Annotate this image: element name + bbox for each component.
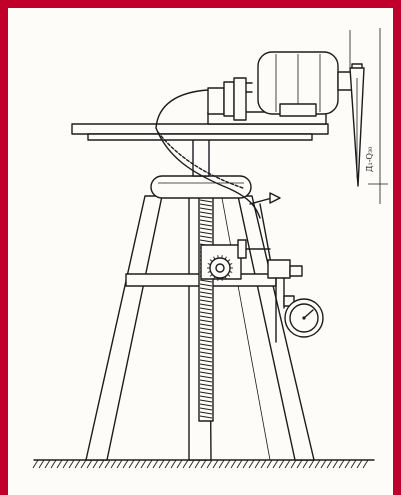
support-post bbox=[192, 135, 210, 177]
gauge-assembly bbox=[267, 259, 324, 343]
side-detail: Д₁-Q₃₀ bbox=[349, 28, 388, 204]
dial-indicator-icon bbox=[284, 298, 324, 338]
electric-motor-icon bbox=[257, 51, 339, 117]
tripod-test-stand-drawing: Д₁-Q₃₀ bbox=[32, 28, 388, 469]
crank-handle bbox=[249, 192, 281, 271]
screw-column bbox=[198, 195, 214, 422]
table-top bbox=[71, 123, 329, 141]
seat-ring bbox=[150, 175, 252, 199]
ground bbox=[32, 459, 375, 469]
flexible-hose bbox=[155, 89, 261, 219]
gear-box bbox=[200, 239, 271, 281]
motor-assembly bbox=[207, 51, 363, 125]
drawing-area: Д₁-Q₃₀ bbox=[8, 8, 393, 495]
dimension-label: Д₁-Q₃₀ bbox=[365, 147, 374, 172]
